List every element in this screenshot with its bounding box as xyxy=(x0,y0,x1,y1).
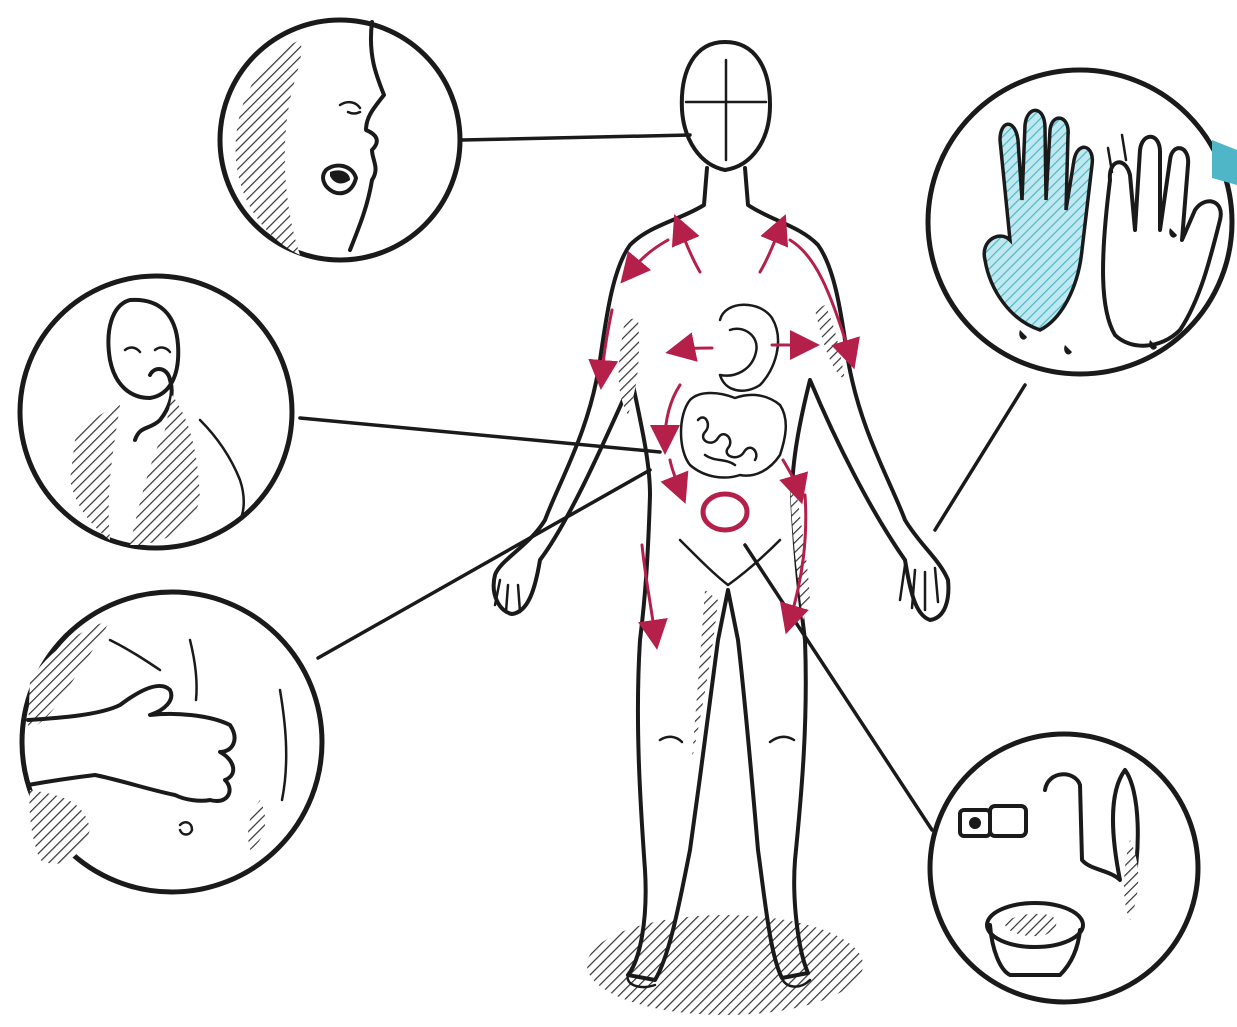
callout-abdomen xyxy=(22,592,322,892)
callout-nausea xyxy=(20,276,292,548)
connector-toilet xyxy=(745,545,932,830)
connector-hands xyxy=(935,385,1025,530)
digestive-organs xyxy=(681,305,786,530)
callout-toilet xyxy=(930,734,1198,1002)
spread-arrows xyxy=(602,228,850,635)
connector-face xyxy=(462,135,690,140)
callout-hands xyxy=(928,70,1237,374)
ground-shadow xyxy=(587,915,863,1015)
human-body-figure xyxy=(494,42,949,987)
callout-face xyxy=(220,20,460,260)
connector-abdomen xyxy=(318,470,650,658)
